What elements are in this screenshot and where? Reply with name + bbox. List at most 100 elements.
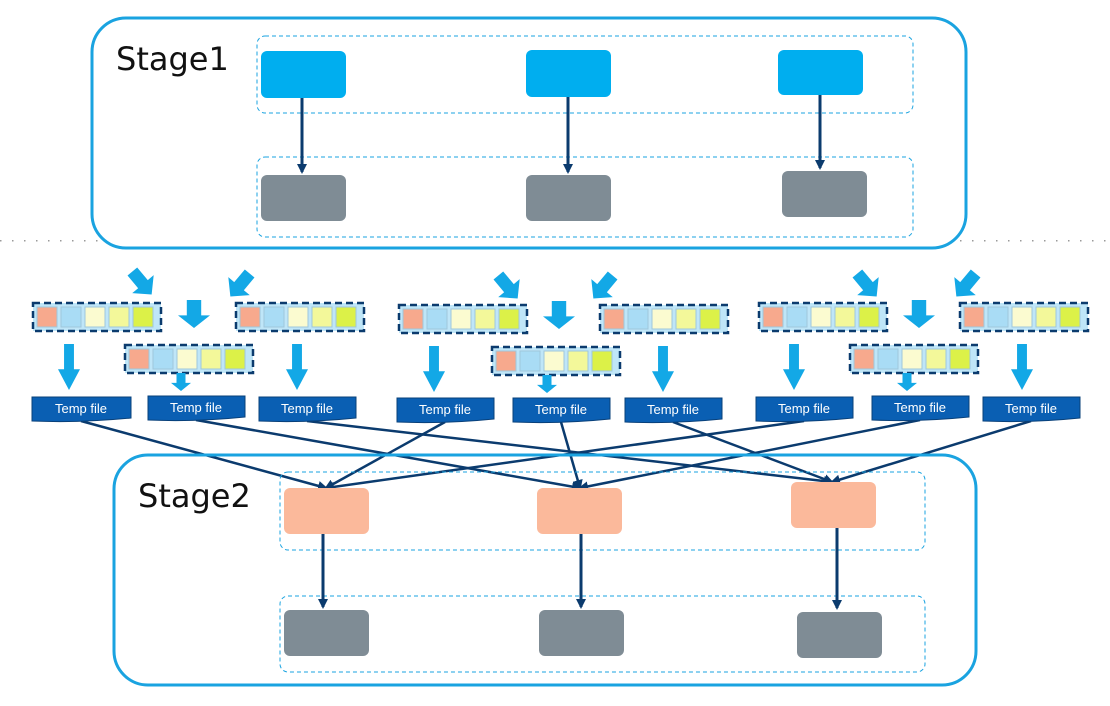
stage1-output-1 [261, 175, 346, 221]
down-arrow-1 [58, 344, 80, 390]
buffer-cell [108, 306, 130, 328]
buffer-cell [519, 350, 541, 372]
stage2-task-1 [284, 488, 369, 534]
buffer-cell [591, 350, 613, 372]
stage1-label: Stage1 [116, 40, 229, 78]
stage1-output-2 [526, 175, 611, 221]
down-arrow-6 [1011, 344, 1033, 390]
buffer-cell [699, 308, 721, 330]
buffer-cell [963, 306, 985, 328]
buffer-cell [1035, 306, 1057, 328]
short-arrow-1 [171, 373, 191, 391]
diagonal-arrow-1 [127, 267, 154, 295]
diagonal-arrow-2 [228, 269, 255, 297]
temp-file-label: Temp file [1005, 401, 1057, 416]
down-arrow-3 [423, 346, 445, 392]
buffer-arrows [58, 267, 1033, 393]
buffer-cell [402, 308, 424, 330]
buffer-cell [858, 306, 880, 328]
temp-file-4: Temp file [396, 397, 495, 424]
buffer-cell [132, 306, 154, 328]
down-arrow-5 [783, 344, 805, 390]
buffer-cell [949, 348, 971, 370]
buffer-cell [311, 306, 333, 328]
buffer-cell [176, 348, 198, 370]
stage1-container: Stage1 [90, 16, 968, 250]
buffer-cell [474, 308, 496, 330]
buffer-cell [603, 308, 625, 330]
buffer-cell [543, 350, 565, 372]
stage1-task-1 [261, 51, 346, 98]
buffer-cell [1059, 306, 1081, 328]
temp-file-2: Temp file [147, 395, 246, 422]
buffer-cell [60, 306, 82, 328]
stage1-task-3 [778, 50, 863, 95]
buffer-cell [987, 306, 1009, 328]
buffer-cell [675, 308, 697, 330]
down-arrow-2 [286, 344, 308, 390]
temp-file-9: Temp file [982, 396, 1081, 423]
diagonal-arrow-5 [852, 269, 879, 297]
temp-file-label: Temp file [170, 400, 222, 415]
spill-buffer-8 [958, 301, 1090, 333]
buffer-cell [84, 306, 106, 328]
temp-file-label: Temp file [894, 400, 946, 415]
middle-arrow-3 [903, 300, 935, 328]
buffer-cell [925, 348, 947, 370]
stage2-output-2 [539, 610, 624, 656]
middle-arrow-1 [178, 300, 210, 328]
buffer-cell [287, 306, 309, 328]
temp-file-5: Temp file [512, 397, 611, 424]
middle-arrow-2 [543, 301, 575, 329]
buffer-cell [426, 308, 448, 330]
buffer-cell [224, 348, 246, 370]
buffer-cell [450, 308, 472, 330]
temp-file-3: Temp file [258, 396, 357, 423]
temp-files: Temp file Temp file Temp file Temp file … [31, 395, 1081, 424]
buffer-cell [810, 306, 832, 328]
spill-buffer-4 [397, 303, 529, 335]
temp-file-6: Temp file [624, 397, 723, 424]
buffer-cell [335, 306, 357, 328]
diagonal-arrow-3 [493, 271, 520, 299]
buffer-cell [498, 308, 520, 330]
diagonal-arrow-4 [591, 271, 618, 299]
temp-file-label: Temp file [778, 401, 830, 416]
shuffle-line-9 [830, 419, 1032, 485]
buffer-cell [263, 306, 285, 328]
stage2-task-row [279, 471, 926, 551]
buffer-cell [495, 350, 517, 372]
buffer-cell [627, 308, 649, 330]
spill-buffer-3 [123, 343, 255, 375]
temp-file-7: Temp file [755, 396, 854, 423]
spill-buffers [31, 301, 1090, 377]
stage2-task-3 [791, 482, 876, 528]
spill-buffer-2 [234, 301, 366, 333]
stage2-task-2 [537, 488, 622, 534]
short-arrow-2 [537, 375, 557, 393]
buffer-cell [786, 306, 808, 328]
temp-file-label: Temp file [419, 402, 471, 417]
diagonal-arrow-6 [954, 269, 981, 297]
temp-file-8: Temp file [871, 395, 970, 422]
buffer-cell [853, 348, 875, 370]
buffer-cell [651, 308, 673, 330]
temp-file-1: Temp file [31, 396, 132, 423]
spill-buffer-7 [757, 301, 889, 333]
spill-buffer-5 [598, 303, 730, 335]
spill-buffer-9 [848, 343, 980, 375]
buffer-cell [239, 306, 261, 328]
stage2-output-1 [284, 610, 369, 656]
spill-buffer-6 [490, 345, 622, 377]
stage1-task-row [256, 35, 914, 114]
stage1-output-3 [782, 171, 867, 217]
buffer-cell [36, 306, 58, 328]
shuffle-line-6 [672, 420, 834, 484]
temp-file-label: Temp file [535, 402, 587, 417]
short-arrow-3 [897, 373, 917, 391]
spill-buffer-1 [31, 301, 163, 333]
temp-file-label: Temp file [281, 401, 333, 416]
temp-file-label: Temp file [647, 402, 699, 417]
